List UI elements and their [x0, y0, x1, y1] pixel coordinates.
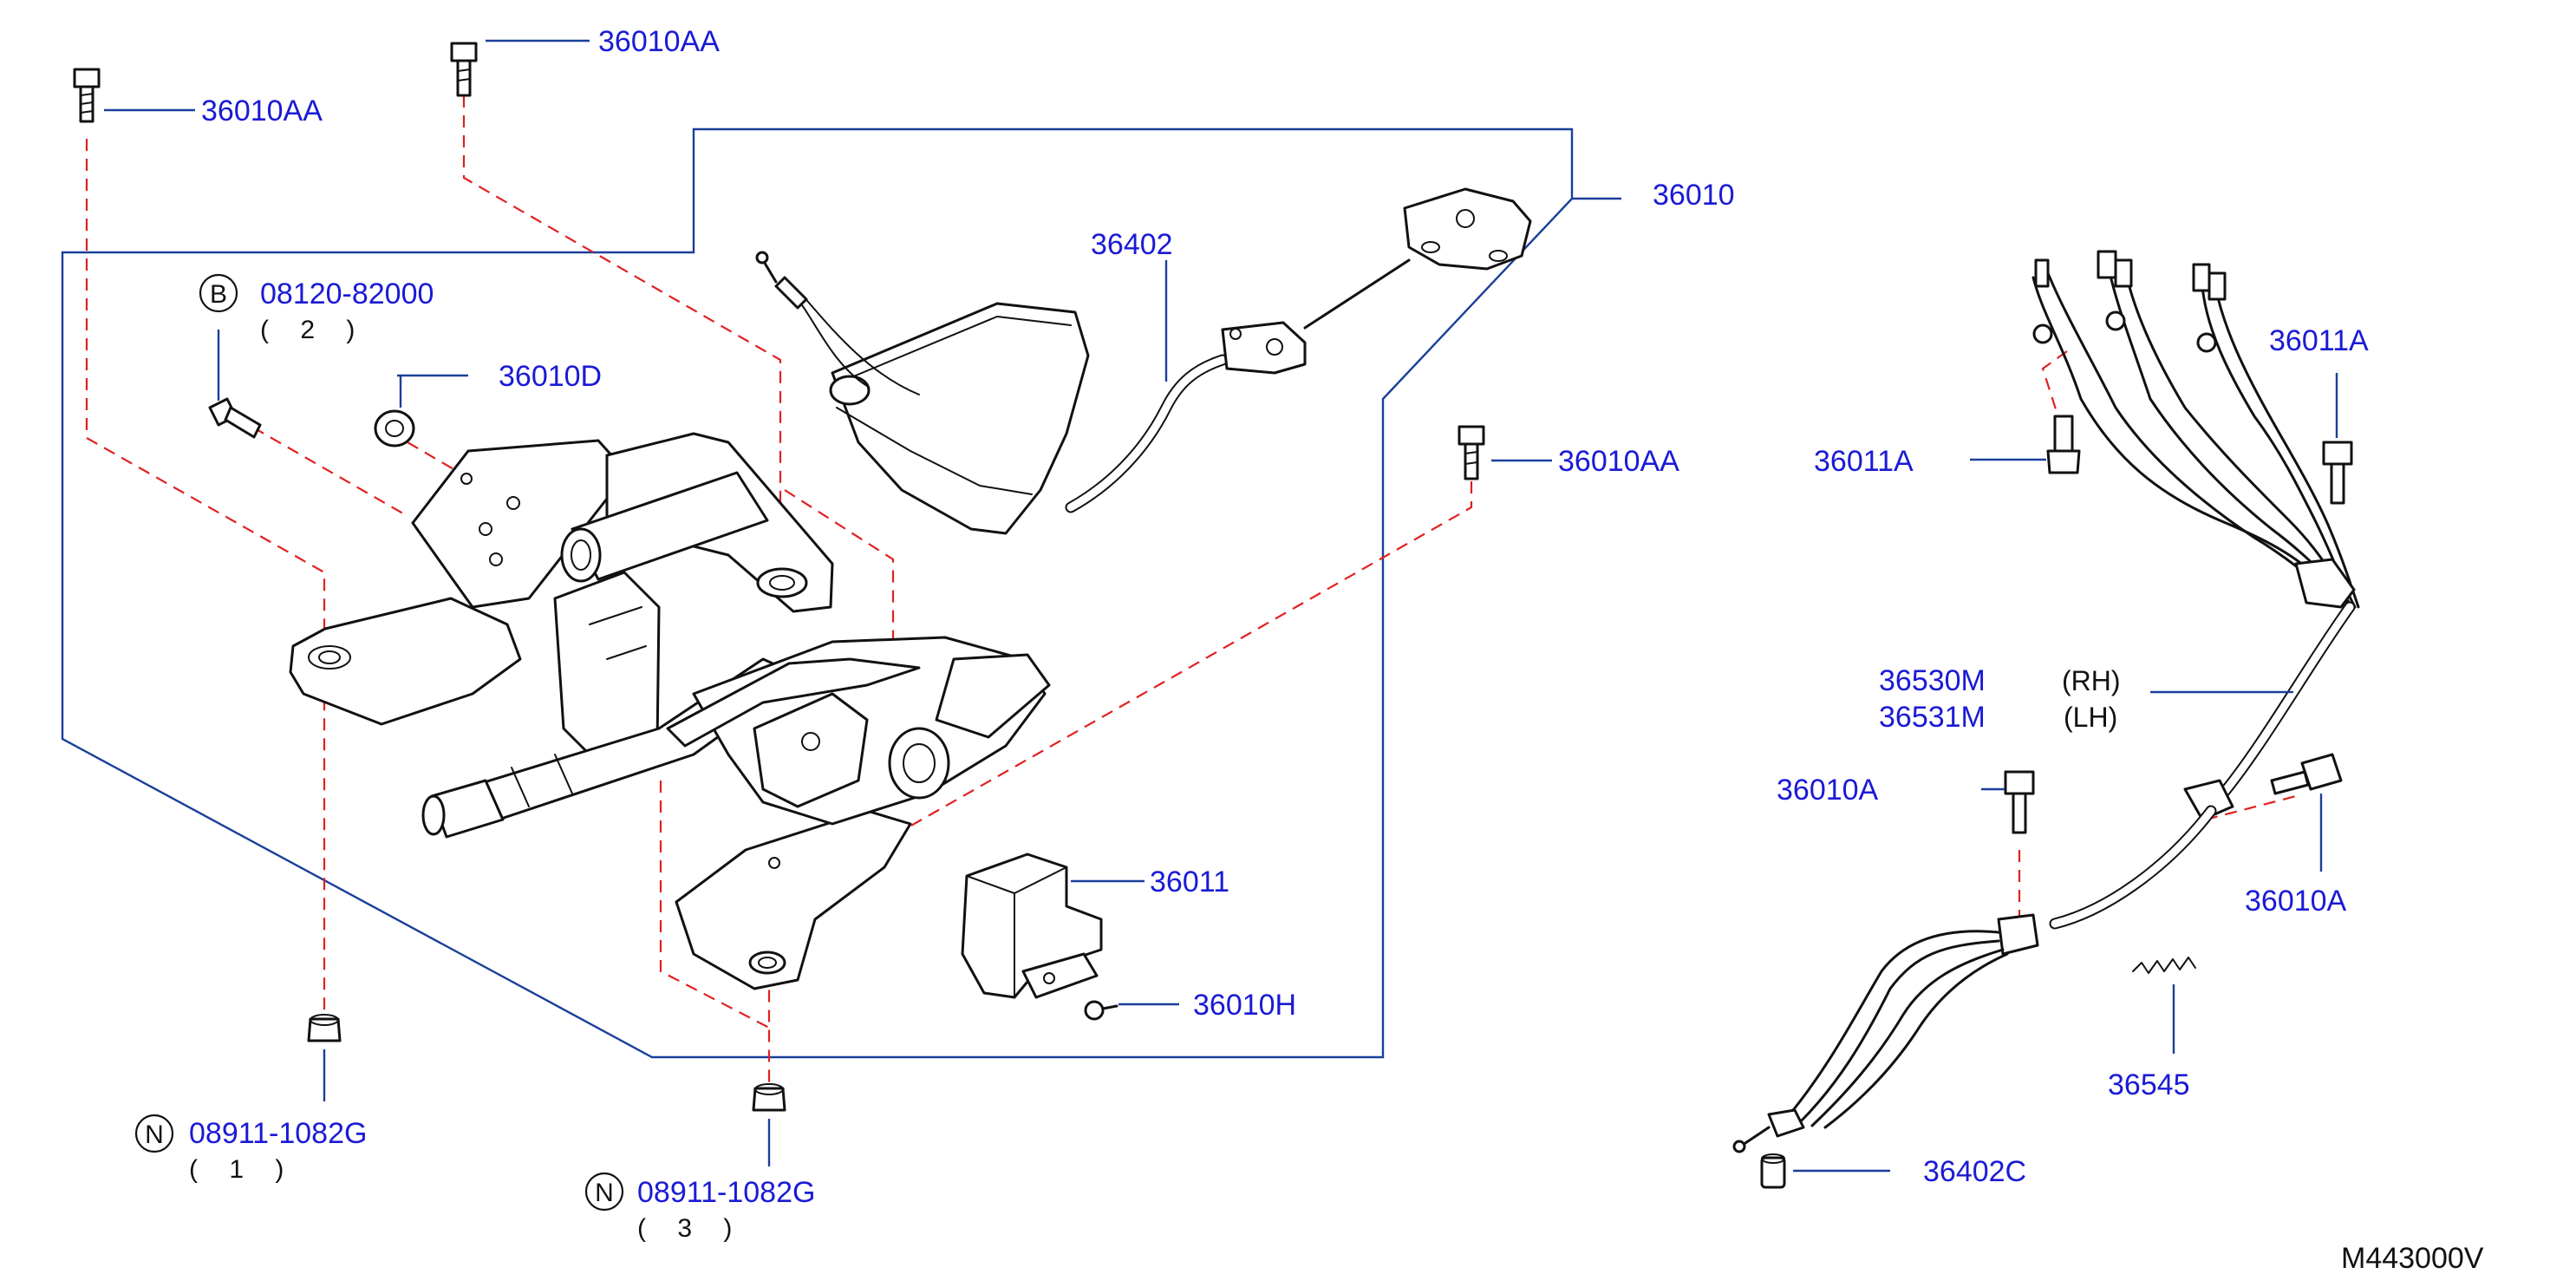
- leader-lines: [104, 39, 2338, 1173]
- assembly-hidden-lines: [85, 95, 2297, 1084]
- label-36010A-right: 36010A: [2245, 885, 2347, 918]
- label-36010A-left: 36010A: [1777, 774, 1879, 807]
- label-08120-82000: 08120-82000: [260, 278, 434, 310]
- nut-type-badge-center-letter: N: [595, 1179, 614, 1207]
- note-rh: (RH): [2062, 665, 2121, 696]
- rear-cables-drawing: [1732, 250, 2360, 1153]
- label-36545: 36545: [2108, 1068, 2190, 1101]
- spring-36545: [2132, 957, 2196, 974]
- label-36402: 36402: [1091, 228, 1173, 261]
- bolt-36010AA-right: [1458, 425, 1485, 480]
- label-36010H: 36010H: [1193, 989, 1296, 1022]
- bolt-08120-82000: [208, 397, 262, 439]
- label-36010D: 36010D: [499, 360, 602, 393]
- qty-08120-82000: ( 2 ): [260, 316, 367, 344]
- nut-type-badge-left-letter: N: [145, 1120, 164, 1149]
- front-cable-drawing: [755, 187, 1532, 535]
- brake-switch-drawing: [961, 853, 1103, 999]
- bolt-36010A-left: [2004, 770, 2035, 834]
- label-36011A-left: 36011A: [1814, 445, 1914, 478]
- qty-08911-1082G-center: ( 3 ): [637, 1214, 744, 1243]
- bolt-36010AA-top-left: [73, 68, 101, 123]
- label-36531M: 36531M: [1879, 701, 1986, 734]
- label-36010AA-right: 36010AA: [1558, 445, 1679, 478]
- nut-08911-left: [307, 1014, 342, 1042]
- bolt-36011A-right: [2322, 441, 2353, 505]
- label-36011: 36011: [1150, 866, 1229, 898]
- nut-08911-center: [752, 1083, 786, 1112]
- cap-36402C: [1760, 1153, 1786, 1189]
- label-08911-1082G-center: 08911-1082G: [637, 1176, 815, 1209]
- figure-id: M443000V: [2341, 1242, 2484, 1275]
- label-36530M: 36530M: [1879, 664, 1986, 697]
- bolt-36010AA-top-center: [450, 42, 478, 97]
- nut-type-badge-left: N: [134, 1114, 174, 1153]
- label-36011A-right: 36011A: [2269, 324, 2369, 357]
- label-36010AA-top-center: 36010AA: [598, 25, 720, 58]
- nut-type-badge-center: N: [584, 1172, 624, 1212]
- washer-36010D: [374, 409, 415, 448]
- screw-36010H: [1084, 1000, 1118, 1021]
- label-36010AA-top-left: 36010AA: [201, 95, 323, 127]
- bolt-type-badge-letter: B: [210, 280, 227, 309]
- note-lh: (LH): [2064, 702, 2117, 733]
- bolt-36010A-right: [2270, 753, 2343, 795]
- bolt-type-badge: B: [199, 273, 238, 313]
- label-08911-1082G-left: 08911-1082G: [189, 1117, 367, 1150]
- label-36010: 36010: [1653, 179, 1735, 212]
- label-36402C: 36402C: [1923, 1155, 2026, 1188]
- lever-assembly-drawing: [289, 432, 1051, 990]
- qty-08911-1082G-left: ( 1 ): [189, 1155, 296, 1184]
- bolt-36011A-left: [2046, 415, 2081, 474]
- assembly-group-outline: [61, 127, 1574, 1059]
